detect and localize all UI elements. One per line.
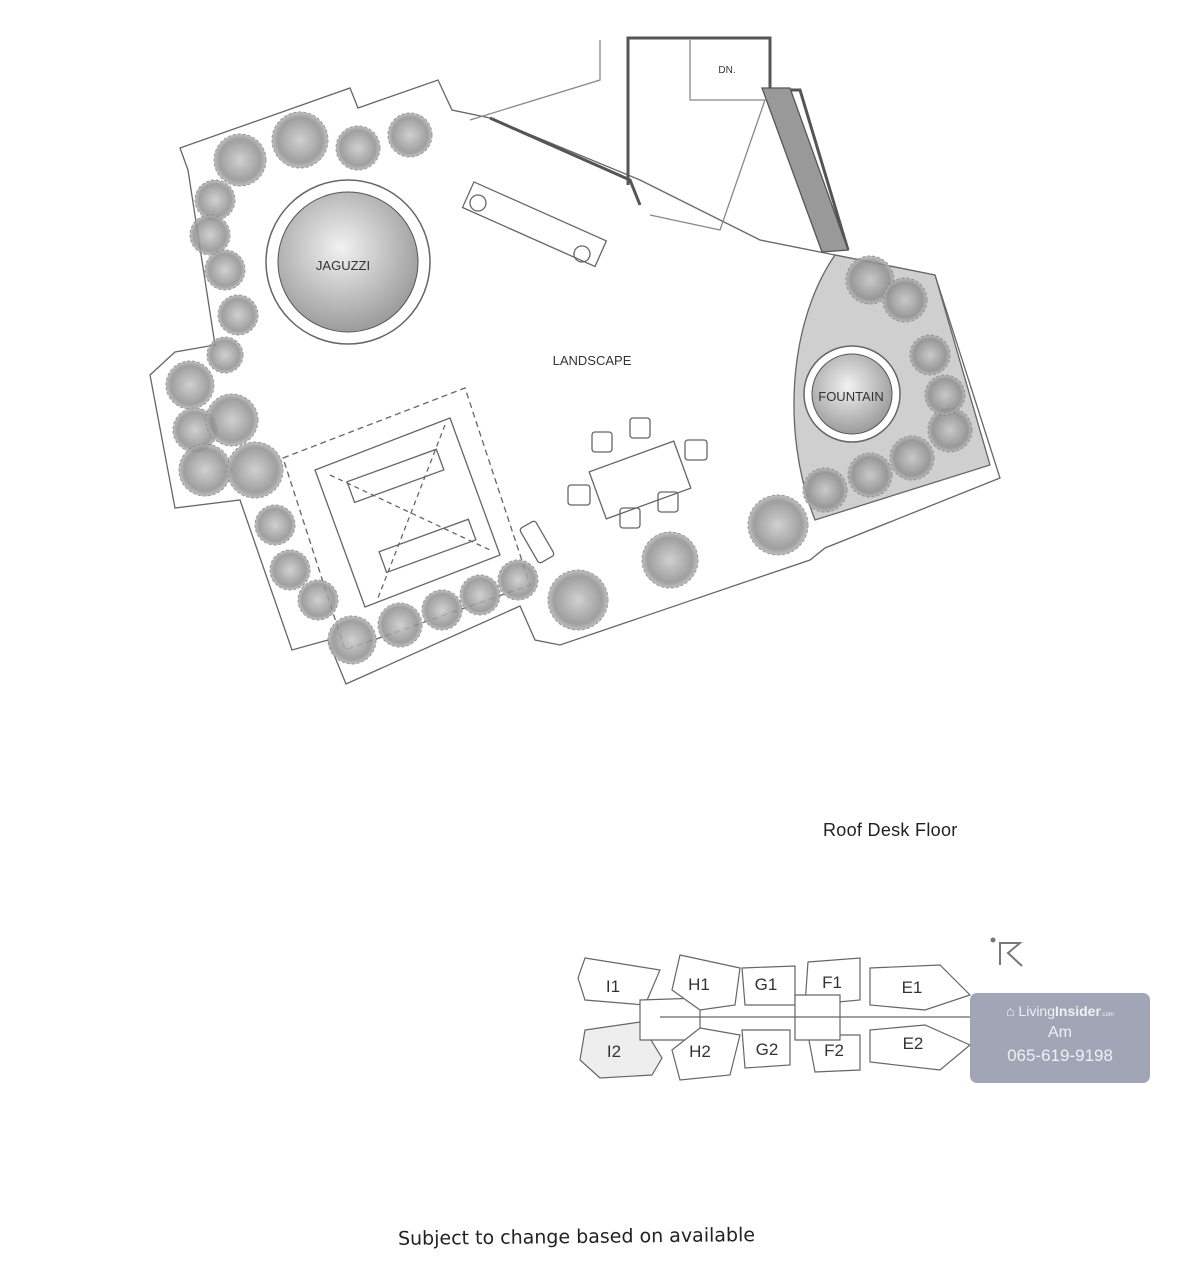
unit-H2[interactable]: [671, 1027, 741, 1081]
tree-icon: [882, 277, 928, 323]
unit-label-F2: F2: [824, 1041, 844, 1060]
deck-outline: [149, 79, 1001, 685]
brand-suffix: .com: [1100, 1012, 1114, 1018]
unit-label-G1: G1: [755, 975, 778, 994]
tree-icon: [205, 393, 259, 447]
jacuzzi-label: JAGUZZI: [316, 258, 370, 273]
tree-icon: [641, 531, 699, 589]
tree-icon: [497, 559, 539, 601]
watermark-brand: ⌂ LivingInsider.com: [970, 1003, 1150, 1019]
brand-light: Living: [1018, 1003, 1056, 1019]
fountain-label: FOUNTAIN: [818, 389, 883, 404]
unit-label-H1: H1: [688, 975, 710, 994]
tree-icon: [178, 443, 232, 497]
tree-icon: [421, 589, 463, 631]
unit-label-F1: F1: [822, 973, 842, 992]
floor-title: Roof Desk Floor: [823, 820, 958, 840]
tree-icon: [747, 494, 809, 556]
tree-icon: [226, 441, 284, 499]
unit-label-E1: E1: [902, 978, 923, 997]
tree-icon: [377, 602, 423, 648]
fountain-pool: [811, 353, 893, 435]
jacuzzi-pool: [277, 191, 419, 333]
unit-F2[interactable]: [807, 1034, 861, 1073]
tree-icon: [909, 334, 951, 376]
tree-icon: [327, 615, 377, 665]
tree-icon: [194, 179, 236, 221]
tree-icon: [387, 112, 433, 158]
unit-label-E2: E2: [903, 1034, 924, 1053]
tree-icon: [335, 125, 381, 171]
unit-E1[interactable]: [869, 964, 972, 1011]
unit-label-I1: I1: [606, 977, 620, 996]
house-icon: ⌂: [1006, 1003, 1015, 1019]
unit-label-H2: H2: [689, 1042, 711, 1061]
tree-icon: [206, 336, 244, 374]
agent-phone: 065-619-9198: [1007, 1046, 1113, 1065]
tree-icon: [254, 504, 296, 546]
footer-note: Subject to change based on available: [397, 1224, 756, 1250]
tree-icon: [297, 579, 339, 621]
stairs-down-label: DN.: [718, 65, 735, 76]
watermark: ⌂ LivingInsider.com Am 065-619-9198: [970, 993, 1150, 1083]
tree-icon: [269, 549, 311, 591]
bench: [461, 181, 608, 268]
unit-H1[interactable]: [671, 954, 741, 1011]
tree-icon: [204, 249, 246, 291]
stair-wall: [761, 87, 849, 253]
tree-icon: [889, 435, 935, 481]
tree-icon: [927, 407, 973, 453]
dining-set: [519, 417, 708, 564]
tree-icon: [217, 294, 259, 336]
tree-icon: [802, 467, 848, 513]
tree-icon: [459, 574, 501, 616]
landscape-label: LANDSCAPE: [553, 353, 632, 368]
unit-G2[interactable]: [741, 1029, 791, 1069]
tree-icon: [847, 452, 893, 498]
unit-label-G2: G2: [756, 1040, 779, 1059]
unit-I1[interactable]: [577, 957, 661, 1006]
key-plan: [577, 954, 972, 1081]
stair-core: [626, 36, 850, 251]
tree-icon: [924, 374, 966, 416]
tree-icon: [271, 111, 329, 169]
brand-bold: Insider: [1055, 1003, 1101, 1019]
tree-icon: [213, 133, 267, 187]
tree-icon: [845, 255, 895, 305]
north-arrow-icon: [990, 937, 1023, 967]
agent-name: Am: [1048, 1024, 1072, 1041]
unit-label-I2: I2: [607, 1042, 621, 1061]
tree-icon: [165, 360, 215, 410]
unit-F1[interactable]: [804, 957, 861, 1006]
tree-icon: [189, 214, 231, 256]
trees: [165, 111, 973, 665]
unit-E2[interactable]: [869, 1024, 972, 1071]
tree-icon: [547, 569, 609, 631]
